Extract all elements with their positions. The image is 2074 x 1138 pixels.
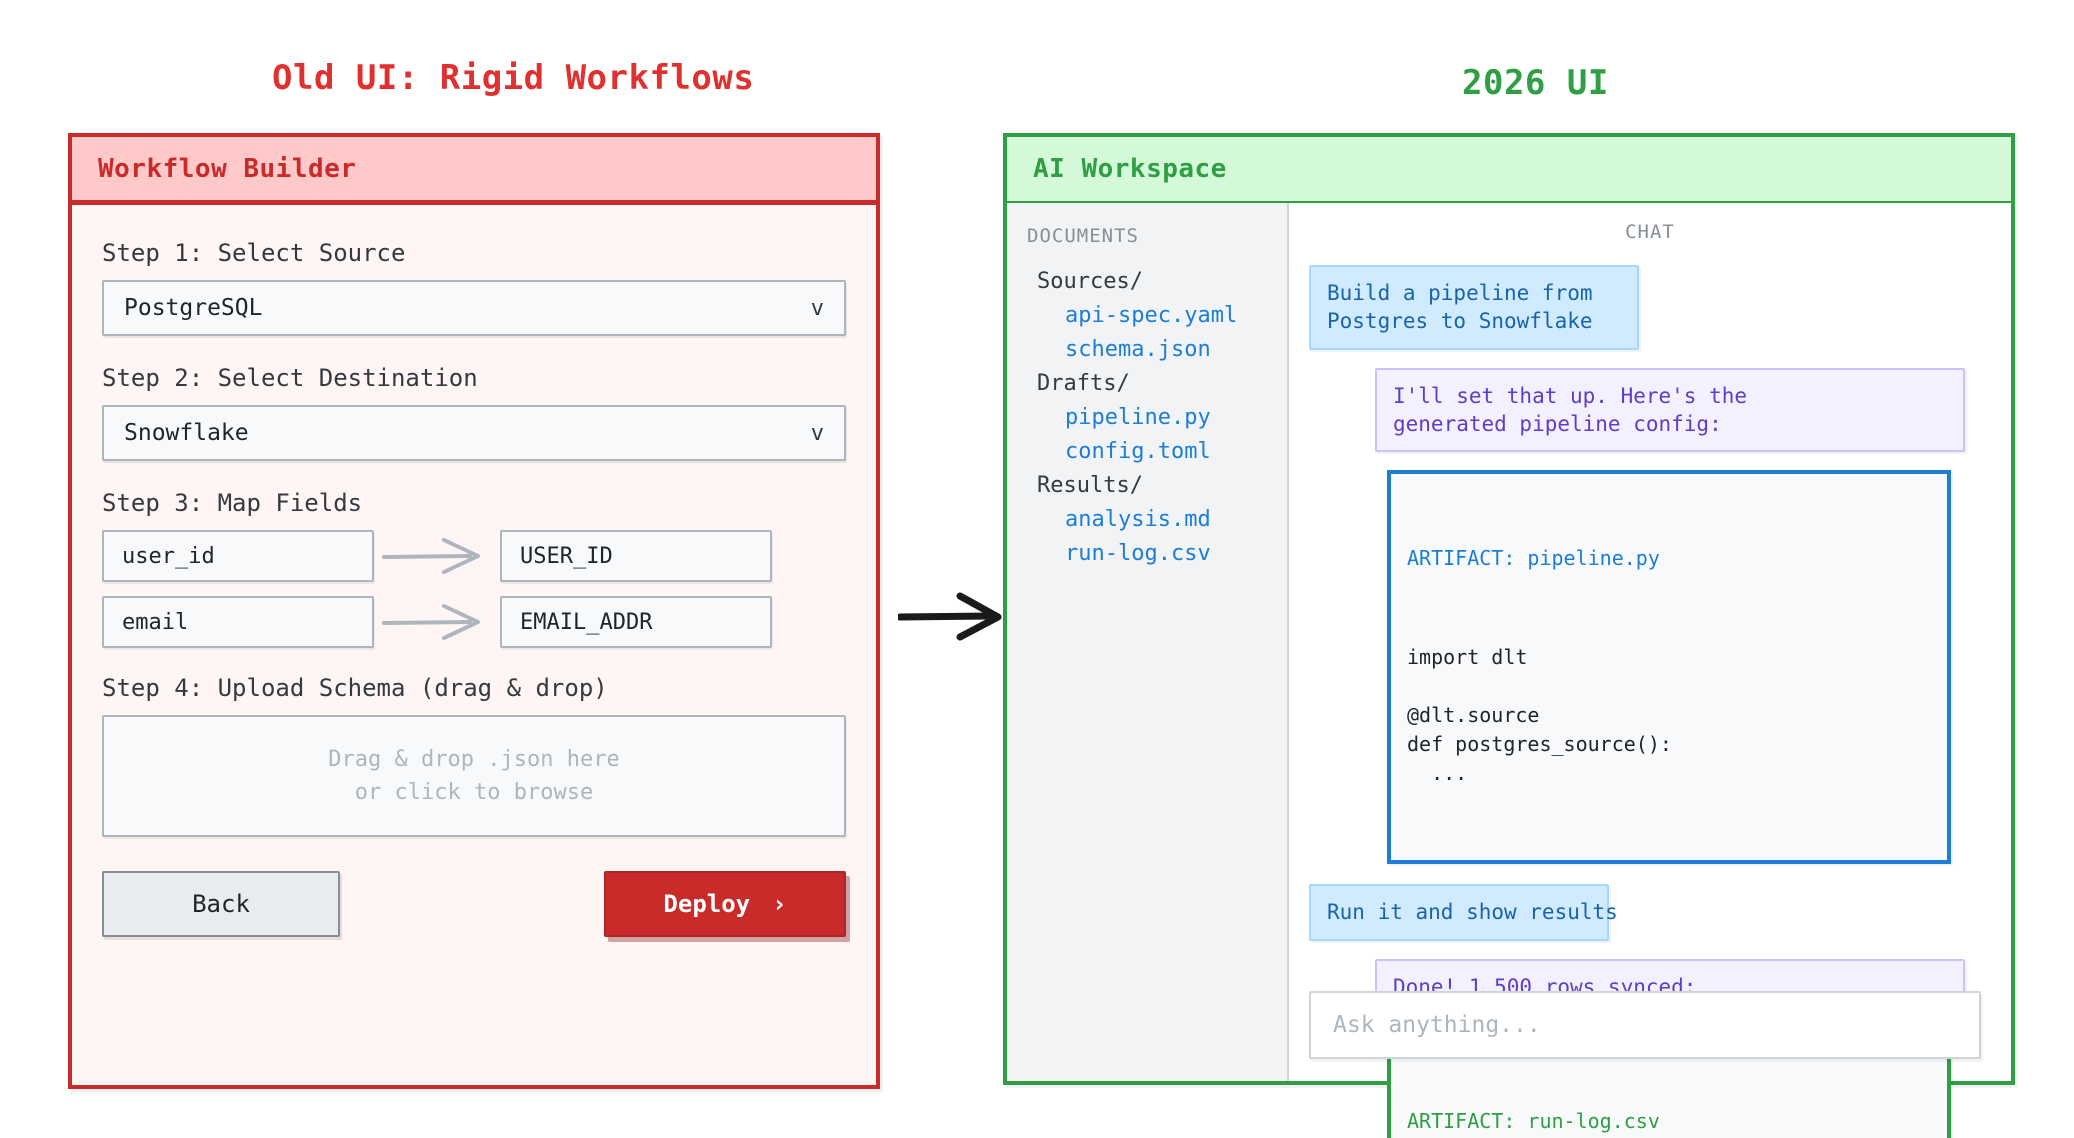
chat-input-placeholder: Ask anything... [1333,1012,1541,1038]
workflow-builder-panel: Workflow Builder Step 1: Select Source P… [68,133,880,1089]
document-group: Sources/ api-spec.yaml schema.json [1007,269,1287,362]
documents-pane-title: DOCUMENTS [1027,225,1139,247]
deploy-button[interactable]: Deploy › [604,871,846,937]
step2-label: Step 2: Select Destination [102,364,478,392]
ai-workspace-panel: AI Workspace DOCUMENTS Sources/ api-spec… [1003,133,2015,1138]
back-button-label: Back [192,890,250,918]
schema-dropzone[interactable]: Drag & drop .json here or click to brows… [102,715,846,837]
chat-input[interactable]: Ask anything... [1309,991,1981,1059]
workflow-builder-header: Workflow Builder [72,137,876,205]
chevron-down-icon: v [810,420,824,446]
folder-results[interactable]: Results/ [1037,473,1143,498]
source-select-value: PostgreSQL [124,295,263,321]
step1-label: Step 1: Select Source [102,239,406,267]
documents-sidebar: DOCUMENTS Sources/ api-spec.yaml schema.… [1007,203,1289,1081]
step3-label: Step 3: Map Fields [102,489,363,517]
file-analysis-md[interactable]: analysis.md [1065,507,1211,532]
chevron-right-icon: › [772,890,787,918]
dest-field-input[interactable]: EMAIL_ADDR [500,596,772,648]
folder-drafts[interactable]: Drafts/ [1037,371,1130,396]
chevron-down-icon: v [810,295,824,321]
destination-select-value: Snowflake [124,420,249,446]
file-run-log-csv[interactable]: run-log.csv [1065,541,1211,566]
chat-message-assistant: I'll set that up. Here's the generated p… [1375,367,1965,453]
dest-field-value: USER_ID [520,543,613,569]
mapping-arrow-icon [374,536,500,576]
dropzone-line-1: Drag & drop .json here [328,747,620,772]
folder-sources[interactable]: Sources/ [1037,269,1143,294]
artifact-header: ARTIFACT: pipeline.py [1407,546,1660,571]
file-api-spec-yaml[interactable]: api-spec.yaml [1065,303,1238,328]
chat-message-user: Build a pipeline from Postgres to Snowfl… [1309,265,1639,350]
artifact-pipeline-py[interactable]: ARTIFACT: pipeline.py import dlt @dlt.so… [1387,470,1951,865]
file-pipeline-py[interactable]: pipeline.py [1065,405,1211,430]
new-ui-title: 2026 UI [1462,63,1609,103]
file-schema-json[interactable]: schema.json [1065,337,1211,362]
source-field-value: email [122,609,189,635]
dropzone-line-2: or click to browse [354,780,594,805]
ai-workspace-header: AI Workspace [1007,137,2011,203]
file-config-toml[interactable]: config.toml [1065,439,1211,464]
field-mapping-row: email EMAIL_ADDR [102,596,846,648]
source-field-input[interactable]: user_id [102,530,374,582]
artifact-header: ARTIFACT: run-log.csv [1407,1109,1660,1134]
ai-workspace-title: AI Workspace [1033,154,1227,184]
destination-select[interactable]: Snowflake v [102,405,846,461]
document-group: Drafts/ pipeline.py config.toml [1007,371,1287,464]
dest-field-input[interactable]: USER_ID [500,530,772,582]
old-ui-title: Old UI: Rigid Workflows [272,58,755,98]
chat-message-user: Run it and show results [1309,884,1618,941]
field-mapping-row: user_id USER_ID [102,530,846,582]
back-button[interactable]: Back [102,871,340,937]
deploy-button-label: Deploy [663,890,751,918]
source-field-value: user_id [122,543,215,569]
document-group: Results/ analysis.md run-log.csv [1007,473,1287,566]
chat-message-list: Build a pipeline from Postgres to Snowfl… [1309,265,1991,1138]
workflow-builder-body: Step 1: Select Source PostgreSQL v Step … [72,205,876,937]
chat-pane-title: CHAT [1625,221,1675,243]
transition-arrow-icon [896,592,1002,642]
step4-label: Step 4: Upload Schema (drag & drop) [102,674,608,702]
source-field-input[interactable]: email [102,596,374,648]
wizard-button-row: Back Deploy › [102,871,846,937]
mapping-arrow-icon [374,602,500,642]
workflow-builder-title: Workflow Builder [98,153,357,184]
ai-workspace-body: DOCUMENTS Sources/ api-spec.yaml schema.… [1007,203,2011,1138]
chat-pane: CHAT Build a pipeline from Postgres to S… [1289,203,2011,1138]
source-select[interactable]: PostgreSQL v [102,280,846,336]
dest-field-value: EMAIL_ADDR [520,609,653,635]
artifact-code-body: import dlt @dlt.source def postgres_sour… [1407,645,1672,786]
